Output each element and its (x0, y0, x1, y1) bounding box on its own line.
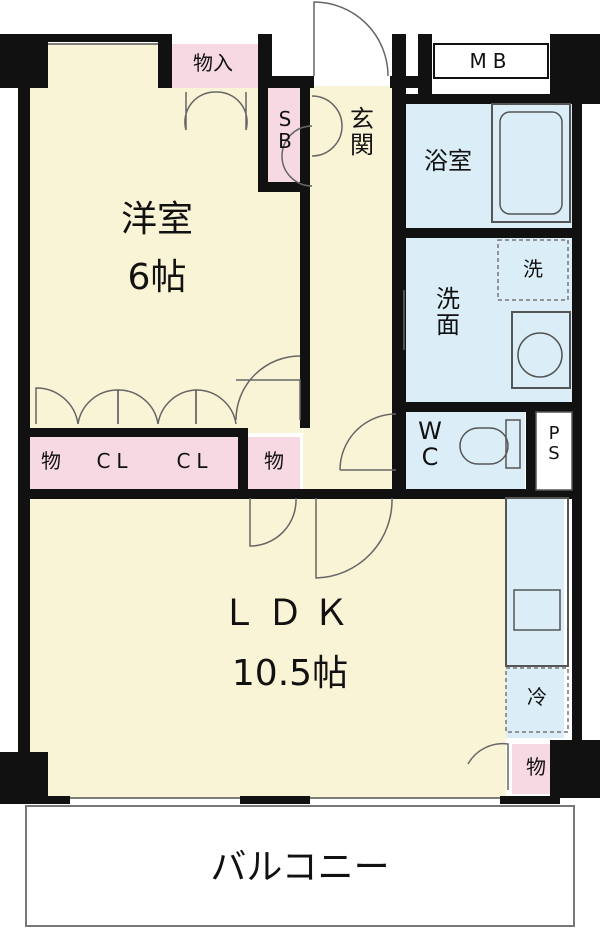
kitchen-sink (513, 589, 561, 631)
windows (48, 43, 500, 799)
fridge-space (505, 667, 569, 733)
shoe-box-label: S B (278, 107, 292, 153)
washbasin (511, 311, 571, 389)
balcony-top-strip (48, 44, 158, 88)
western-room-floor (30, 88, 302, 433)
bathroom-floor (405, 104, 573, 232)
shoe-box-area (268, 88, 304, 184)
ldk-room-name: ＬＤＫ (220, 593, 359, 634)
ldk-room-size: 10.5帖 (231, 653, 349, 694)
door-swings (35, 1, 509, 790)
storage-label-right: 物 (264, 449, 284, 473)
toilet-tank (505, 419, 521, 469)
western-room-name: 洋室 (120, 199, 193, 240)
meter-box-label: MB (469, 49, 513, 73)
meter-box (433, 43, 549, 79)
closet-row-area (30, 437, 238, 489)
closet-label-1: CL (96, 449, 134, 473)
bathtub (491, 103, 571, 223)
bathtub-inner (499, 111, 563, 215)
balcony-outline (25, 805, 575, 927)
fridge-label: 冷 (527, 685, 547, 709)
toilet-bowl (459, 427, 509, 465)
pipe-space-label: P S (548, 423, 560, 464)
wc-name: W C (418, 417, 442, 472)
bathroom-name: 浴室 (424, 147, 472, 175)
walls (0, 34, 600, 804)
pipe-space (535, 411, 573, 491)
storage-right-area (248, 437, 300, 489)
hallway-floor (303, 86, 400, 491)
washer-space (497, 239, 569, 301)
wc-floor (405, 412, 525, 490)
washer-label: 洗 (523, 257, 543, 281)
balcony-name: バルコニー (210, 847, 390, 888)
washbasin-bowl (517, 332, 563, 378)
western-room-size: 6帖 (127, 257, 187, 298)
kitchen-counter (505, 497, 569, 667)
storage-in-area (168, 44, 258, 88)
storage-label-ldk: 物 (526, 755, 546, 779)
washroom-name: 洗 面 (436, 285, 460, 340)
ldk-floor (30, 498, 506, 798)
kitchen-floor (506, 498, 564, 738)
closet-label-2: CL (176, 449, 214, 473)
storage-label-left: 物 (41, 449, 61, 473)
entrance-name: 玄 関 (350, 105, 374, 160)
storage-in-label: 物入 (193, 51, 233, 75)
washroom-floor (405, 238, 573, 403)
